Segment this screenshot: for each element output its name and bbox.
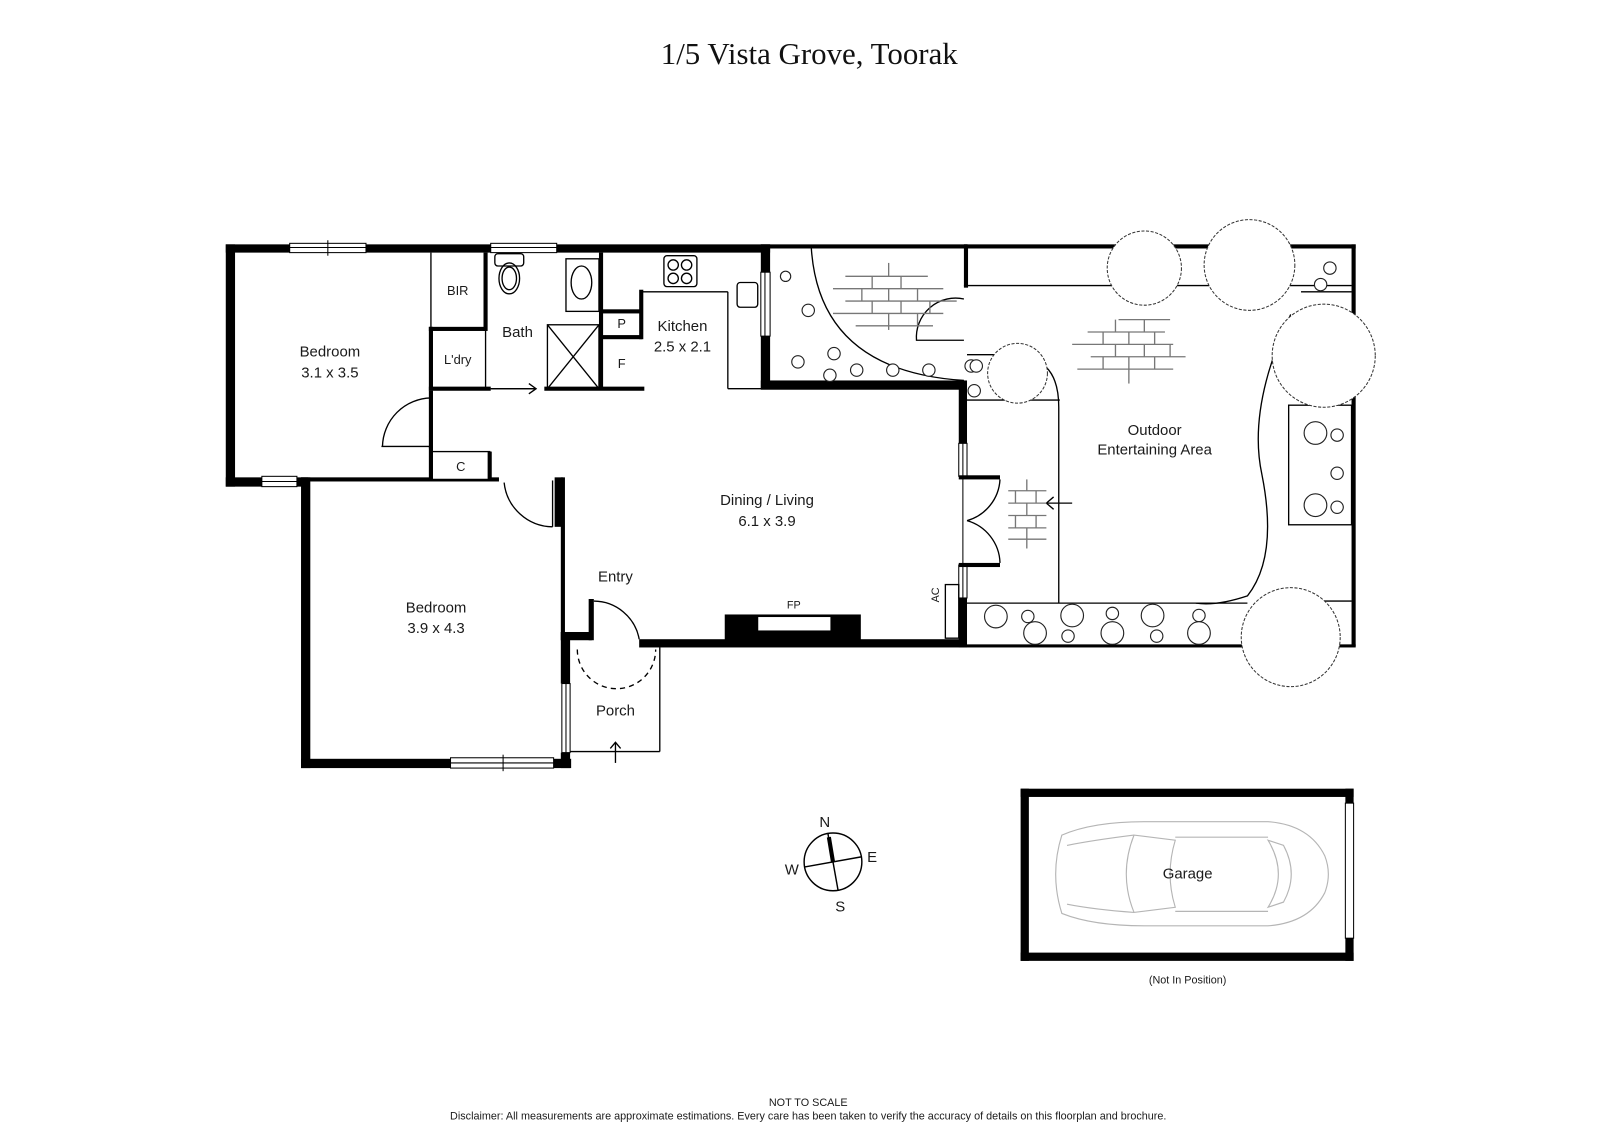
window-bedroom1-bottom (261, 475, 298, 488)
cooktop-icon (663, 255, 698, 288)
compass-icon: N E S W (785, 814, 877, 916)
garage-note: (Not In Position) (1149, 975, 1227, 987)
not-to-scale-note: NOT TO SCALE (769, 1097, 848, 1109)
kitchen-name: Kitchen (658, 318, 708, 335)
disclaimer-text: Disclaimer: All measurements are approxi… (450, 1111, 1166, 1123)
window-dining-right (958, 442, 968, 599)
ac-unit (944, 583, 960, 639)
bedroom1-name: Bedroom (300, 344, 361, 361)
kitchen-sink-icon (736, 281, 759, 308)
laundry-label: L'dry (444, 352, 472, 367)
window-bedroom2-bottom (450, 754, 555, 772)
window-kitchen (760, 271, 771, 337)
compass-east: E (867, 849, 877, 866)
kitchen-size: 2.5 x 2.1 (654, 339, 711, 356)
outdoor-label-line1: Outdoor (1128, 422, 1182, 439)
ac-label: AC (930, 587, 942, 602)
window-bedroom2-right (561, 683, 571, 754)
cupboard-label: C (456, 459, 465, 474)
bir-label: BIR (447, 283, 468, 298)
car-icon (1055, 821, 1329, 927)
interior-walls (381, 252, 763, 763)
vanity-basin-icon (565, 258, 600, 313)
porch-label: Porch (596, 702, 635, 719)
outdoor-area (958, 219, 1376, 688)
dining-living-name: Dining / Living (720, 492, 814, 509)
bath-label: Bath (502, 324, 533, 341)
entry-label: Entry (598, 568, 633, 585)
pantry-label: P (617, 316, 626, 331)
fireplace-label: FP (787, 599, 801, 611)
toilet-icon (494, 252, 525, 295)
window-bath-top (490, 242, 558, 254)
courtyard-garden (779, 248, 978, 383)
compass-west: W (785, 861, 800, 878)
exterior-walls (225, 244, 969, 769)
garage: Garage (Not In Position) (1020, 788, 1355, 987)
room-labels: Bedroom 3.1 x 3.5 BIR L'dry Bath P F Kit… (300, 283, 1213, 720)
outdoor-label-line2: Entertaining Area (1097, 442, 1212, 459)
bedroom2-size: 3.9 x 4.3 (407, 620, 464, 637)
dining-living-size: 6.1 x 3.9 (738, 513, 795, 530)
bedroom1-size: 3.1 x 3.5 (301, 364, 358, 381)
plan-title: 1/5 Vista Grove, Toorak (661, 36, 959, 71)
window-bedroom1-top (289, 240, 367, 256)
compass-north: N (819, 814, 830, 831)
garage-label: Garage (1163, 865, 1213, 882)
compass-south: S (835, 898, 845, 915)
tree-icon (987, 219, 1376, 688)
fridge-label: F (618, 356, 626, 371)
bedroom2-name: Bedroom (406, 599, 467, 616)
